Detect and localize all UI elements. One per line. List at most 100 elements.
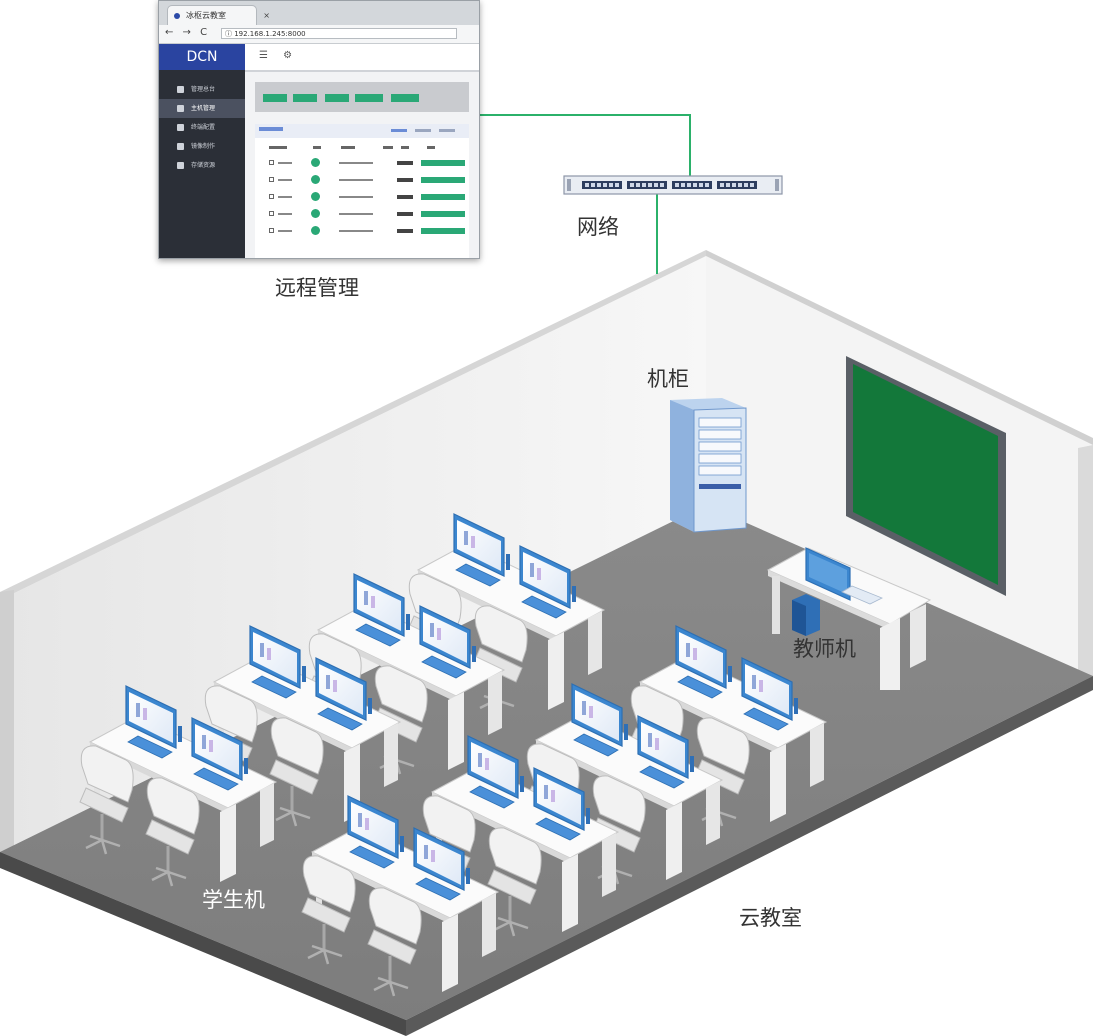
keyboard (317, 707, 363, 731)
table-row[interactable] (269, 158, 467, 168)
row-action-buttons[interactable] (421, 160, 465, 166)
status-icon (311, 226, 320, 235)
table-row[interactable] (269, 192, 467, 202)
screen-bar (364, 591, 368, 605)
row-checkbox[interactable] (269, 211, 274, 216)
back-wall (0, 256, 706, 852)
sidebar-item-storage[interactable]: 存储资源 (159, 156, 245, 175)
row-checkbox[interactable] (269, 228, 274, 233)
remote-management-browser: 冰枢云教室 × ← → C ⓘ 192.168.1.245:8000 DCN 管… (158, 0, 480, 259)
app-top-bar: ☰ ⚙ (245, 44, 479, 72)
row-icons[interactable] (397, 161, 413, 165)
home-icon (177, 86, 184, 93)
row-action-buttons[interactable] (421, 211, 465, 217)
address-bar[interactable]: ⓘ 192.168.1.245:8000 (221, 28, 457, 39)
sidebar-item-hosts[interactable]: 主机管理 (159, 99, 245, 118)
chair-base (151, 866, 187, 887)
terminal-box (472, 646, 476, 662)
chair-back (80, 745, 134, 803)
row-checkbox[interactable] (269, 194, 274, 199)
keyboard (469, 785, 515, 809)
sidebar-item-label: 终端配置 (191, 124, 216, 131)
chair-base (85, 834, 121, 855)
tab[interactable] (439, 129, 455, 132)
chair-base (307, 944, 343, 965)
terminal-box (624, 724, 628, 740)
student-pc-label: 学生机 (202, 888, 265, 912)
desk-leg (562, 854, 578, 932)
keyboard (535, 817, 581, 841)
chair-back (488, 827, 542, 885)
row-name (278, 230, 292, 232)
terminal-box (302, 666, 306, 682)
tab[interactable] (415, 129, 431, 132)
close-icon[interactable]: × (263, 11, 270, 20)
table-row[interactable] (269, 175, 467, 185)
row-action-buttons[interactable] (421, 228, 465, 234)
server-cabinet (670, 398, 747, 533)
row-icons[interactable] (397, 229, 413, 233)
menu-settings-icon[interactable]: ☰ ⚙ (259, 50, 299, 61)
browser-nav-bar: ← → C ⓘ 192.168.1.245:8000 (159, 25, 479, 44)
chair-back (474, 605, 528, 663)
action-button[interactable] (293, 94, 317, 102)
app-logo: DCN (159, 44, 245, 70)
action-button[interactable] (263, 94, 287, 102)
chair-back (146, 777, 200, 835)
floor-front-edge (0, 852, 406, 1036)
browser-tab-bar: 冰枢云教室 × (159, 1, 479, 25)
action-button[interactable] (325, 94, 349, 102)
action-button[interactable] (355, 94, 383, 102)
student-stations (79, 513, 828, 997)
cloud-classroom-label: 云教室 (739, 906, 802, 930)
table-row[interactable] (269, 209, 467, 219)
sidebar-item-terminals[interactable]: 终端配置 (159, 118, 245, 137)
tab-active[interactable] (391, 129, 407, 132)
screen-bar (752, 675, 756, 689)
host-table-panel (255, 124, 469, 258)
desk-leg (602, 833, 616, 897)
screen-bar (464, 531, 468, 545)
table-header (401, 146, 409, 149)
keyboard (521, 595, 567, 619)
student-station (307, 573, 506, 775)
desk-leg (770, 744, 786, 822)
student-station (79, 685, 278, 887)
row-action-buttons[interactable] (421, 177, 465, 183)
sidebar-item-images[interactable]: 镜像制作 (159, 137, 245, 156)
table-header (313, 146, 321, 149)
chair-base (373, 976, 409, 997)
screen-bar (655, 738, 659, 750)
tab-title: 冰枢云教室 (186, 11, 226, 20)
row-icons[interactable] (397, 195, 413, 199)
student-station (203, 625, 402, 827)
screen-bar (267, 648, 271, 660)
chair-back (270, 717, 324, 775)
row-name (278, 162, 292, 164)
chair-back (422, 795, 476, 853)
row-checkbox[interactable] (269, 160, 274, 165)
screen-bar (537, 568, 541, 580)
sidebar-item-label: 管理总台 (191, 86, 216, 93)
keyboard (743, 707, 789, 731)
action-button[interactable] (391, 94, 419, 102)
table-row[interactable] (269, 226, 467, 236)
screen-bar (471, 536, 475, 548)
sidebar-item-label: 镜像制作 (191, 143, 216, 150)
chair-seat (367, 929, 417, 965)
sidebar-item-dashboard[interactable]: 管理总台 (159, 80, 245, 99)
screen-bar (260, 643, 264, 657)
terminal-box (400, 836, 404, 852)
browser-tab[interactable]: 冰枢云教室 × (167, 5, 270, 25)
keyboard (193, 767, 239, 791)
row-ip (339, 196, 373, 198)
row-action-buttons[interactable] (421, 194, 465, 200)
nav-buttons-icon[interactable]: ← → C (165, 27, 211, 38)
row-icons[interactable] (397, 212, 413, 216)
student-station (421, 735, 620, 937)
table-header (341, 146, 355, 149)
cabinet-label: 机柜 (647, 367, 689, 391)
row-icons[interactable] (397, 178, 413, 182)
row-checkbox[interactable] (269, 177, 274, 182)
desk-leg (588, 611, 602, 675)
